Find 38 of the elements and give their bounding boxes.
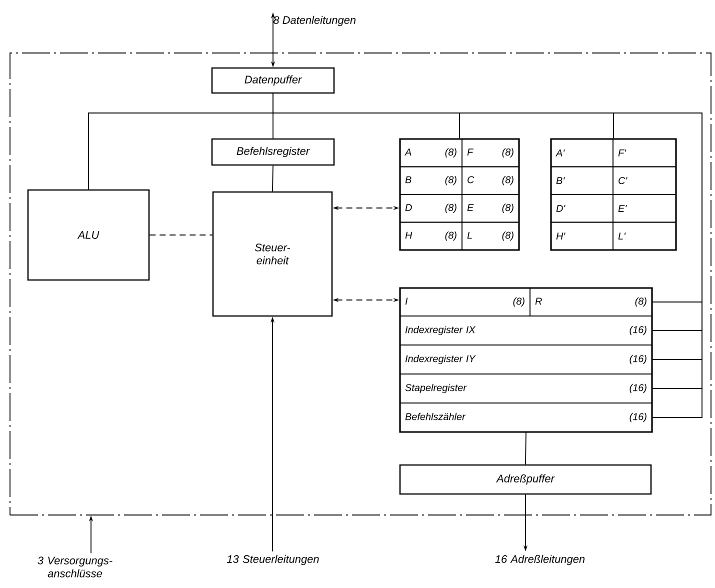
bus-label: 16 Adreßleitungen [495,554,585,566]
register-cell: R (8) [530,288,652,316]
register-cell: Indexregister IY (16) [400,344,652,374]
register-cell: D' [550,194,614,223]
function-block: Steuer- einheit [212,191,333,317]
chip-boundary [10,52,712,516]
register-cell: B (8) [400,166,462,195]
register-cell: A' [550,138,614,168]
register-cell: E' [612,194,676,223]
connector [272,165,274,192]
function-block: Befehlsregister [211,138,335,166]
register-cell: F (8) [462,138,520,168]
register-cell: C' [612,166,676,195]
register-cell: H (8) [400,222,462,250]
register-block [399,138,520,251]
register-cell: I (8) [400,288,530,316]
connector [149,234,213,236]
bus-label: 3 Versorgungs- anschlüsse [38,556,112,578]
register-cell: Befehlszähler (16) [400,402,652,432]
bus-label: 8 Datenleitungen [273,16,356,26]
register-cell: B' [550,166,614,195]
function-block: ALU [27,189,150,281]
register-cell: D (8) [400,194,462,223]
register-cell: Indexregister IX (16) [400,316,652,346]
register-block [399,287,653,433]
bus-label: 13 Steuerleitungen [226,554,319,566]
function-block: Adreßpuffer [399,464,652,495]
register-cell: L (8) [462,222,520,250]
register-cell: L' [612,222,676,250]
register-cell: F' [612,138,676,168]
register-block [550,138,677,251]
register-cell: C (8) [462,166,520,195]
function-block: Datenpuffer [211,67,335,94]
connector [525,432,526,465]
register-cell: E (8) [462,194,520,223]
register-cell: A (8) [400,138,462,168]
register-cell: Stapelregister (16) [400,374,652,404]
register-cell: H' [550,222,614,250]
